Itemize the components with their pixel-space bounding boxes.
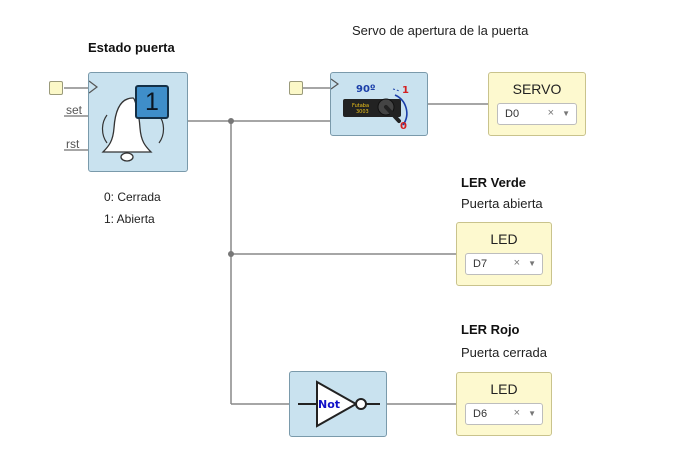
led-red-title: LED <box>490 381 518 397</box>
state-block-title: Estado puerta <box>88 40 175 55</box>
pin-label-set: set <box>66 103 83 117</box>
servo-angle-label: 90º <box>356 84 376 95</box>
input-port-servo[interactable] <box>289 81 303 95</box>
servo-brand-line2: 3003 <box>356 109 369 115</box>
servo-pin-value: D0 <box>505 108 520 120</box>
servo-range-min: 0 <box>400 121 407 132</box>
state-block[interactable]: 1 <box>88 72 188 172</box>
not-gate-icon: Not <box>298 380 380 428</box>
input-port-state[interactable] <box>49 81 63 95</box>
led-red-pin-select[interactable]: D6 × ▼ <box>465 403 543 425</box>
junction-dot <box>228 118 234 124</box>
chevron-down-icon[interactable]: ▼ <box>528 259 536 268</box>
led-green-pin-value: D7 <box>473 258 488 270</box>
servo-range-max: 1 <box>402 85 409 96</box>
state-desc-open: 1: Abierta <box>104 212 155 226</box>
clear-icon[interactable]: × <box>547 107 554 119</box>
led-green-title: LED <box>490 231 518 247</box>
servo-motor-icon: 90º Futaba 3003 1 0 <box>331 78 409 132</box>
servo-title: Servo de apertura de la puerta <box>352 23 529 38</box>
clear-icon[interactable]: × <box>513 257 520 269</box>
state-desc-closed: 0: Cerrada <box>104 190 161 204</box>
led-green-pin-select[interactable]: D7 × ▼ <box>465 253 543 275</box>
pin-label-rst: rst <box>66 137 80 151</box>
led-green-heading: LER Verde <box>461 175 527 190</box>
led-red-heading: LER Rojo <box>461 322 520 337</box>
led-red-subtitle: Puerta cerrada <box>461 345 547 360</box>
chevron-down-icon[interactable]: ▼ <box>528 409 536 418</box>
servo-device-title: SERVO <box>512 81 562 97</box>
junction-dot <box>228 251 234 257</box>
clear-icon[interactable]: × <box>513 407 520 419</box>
led-red-pin-value: D6 <box>473 408 488 420</box>
servo-block[interactable]: 90º Futaba 3003 1 0 <box>330 72 428 136</box>
servo-brand-line1: Futaba <box>352 103 369 109</box>
not-gate-block[interactable]: Not <box>289 371 387 437</box>
state-digit-display: 1 <box>135 85 169 119</box>
led-green-device[interactable]: LED D7 × ▼ <box>456 222 552 286</box>
led-green-subtitle: Puerta abierta <box>461 196 543 211</box>
not-gate-label: Not <box>318 398 340 411</box>
led-red-device[interactable]: LED D6 × ▼ <box>456 372 552 436</box>
servo-device[interactable]: SERVO D0 × ▼ <box>488 72 586 136</box>
servo-pin-select[interactable]: D0 × ▼ <box>497 103 577 125</box>
chevron-down-icon[interactable]: ▼ <box>562 109 570 118</box>
